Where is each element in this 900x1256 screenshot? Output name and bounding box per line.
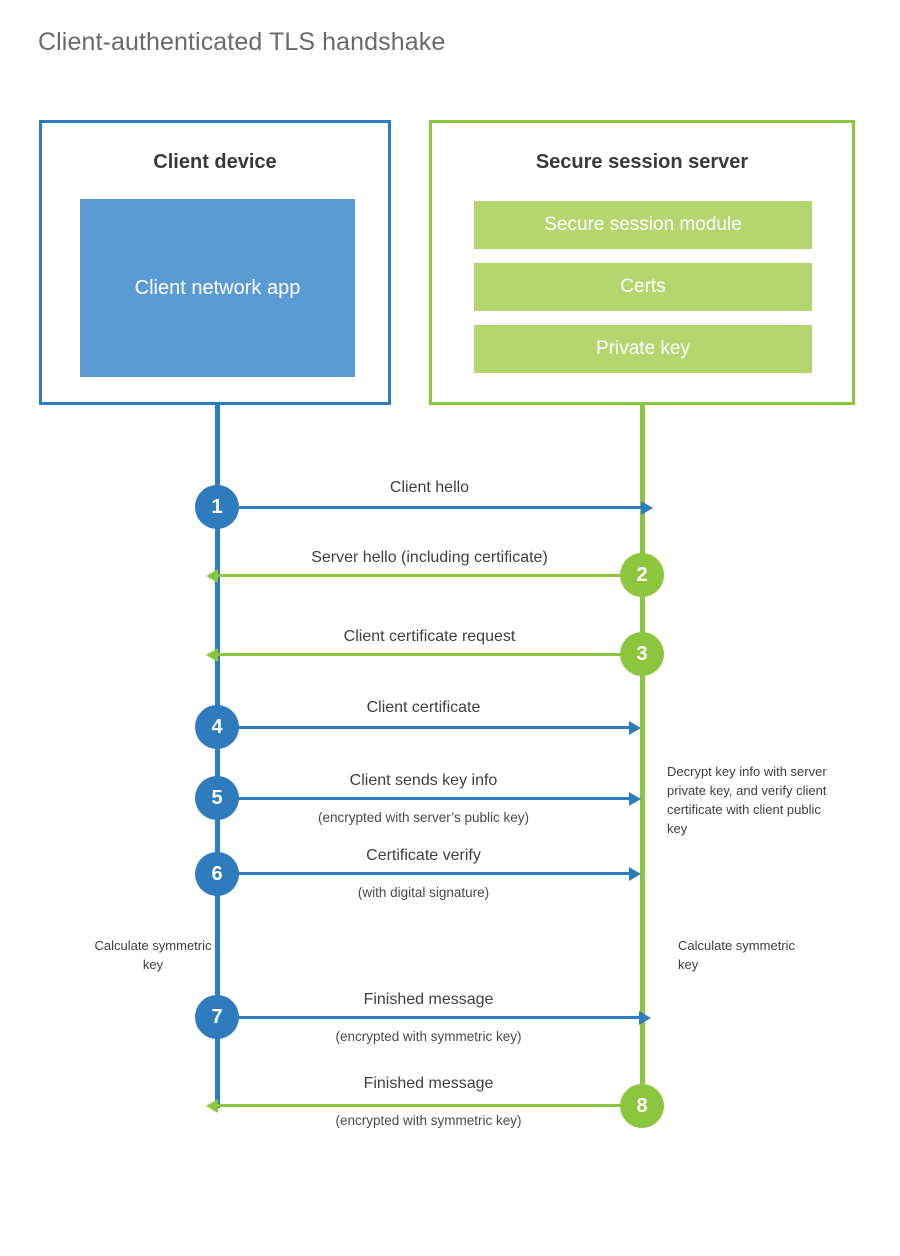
step-1-marker[interactable]: 1 xyxy=(195,485,239,529)
step-8-sublabel: (encrypted with symmetric key) xyxy=(335,1113,522,1128)
arrowhead-left-icon xyxy=(206,568,218,583)
server-decrypt-note: Decrypt key info with server private key… xyxy=(667,764,827,836)
step-7-marker[interactable]: 7 xyxy=(195,995,239,1039)
step-3-arrow xyxy=(206,647,642,662)
step-2-marker[interactable]: 2 xyxy=(620,553,664,597)
arrowhead-right-icon xyxy=(639,1010,651,1025)
secure-session-server-title: Secure session server xyxy=(535,151,749,173)
step-6-label: Certificate verify xyxy=(366,847,481,864)
step-6-sublabel: (with digital signature) xyxy=(357,885,490,900)
step-4-arrow xyxy=(217,720,641,735)
step-2-arrow xyxy=(206,568,642,583)
step-1-arrow xyxy=(217,500,653,515)
step-8-marker[interactable]: 8 xyxy=(620,1084,664,1128)
secure-session-server-box: Secure session server Secure session mod… xyxy=(429,120,855,405)
step-5-label: Client sends key info xyxy=(349,772,498,789)
arrowhead-left-icon xyxy=(206,1098,218,1113)
step-5-arrow xyxy=(217,791,641,806)
server-module-list: Secure session module Certs Private key xyxy=(474,201,812,387)
server-calculate-note: Calculate symmetric key xyxy=(678,938,796,972)
step-3-marker[interactable]: 3 xyxy=(620,632,664,676)
step-5-sublabel: (encrypted with server’s public key) xyxy=(317,810,530,825)
server-lifeline xyxy=(640,405,645,1106)
step-2-label: Server hello (including certificate) xyxy=(311,549,548,566)
client-device-title: Client device xyxy=(153,151,277,173)
step-6-marker[interactable]: 6 xyxy=(195,852,239,896)
server-module-certs: Certs xyxy=(474,263,812,311)
step-8-label: Finished message xyxy=(363,1075,494,1092)
step-4-label: Client certificate xyxy=(366,699,481,716)
step-5-marker[interactable]: 5 xyxy=(195,776,239,820)
step-8-arrow xyxy=(206,1098,622,1113)
step-7-label: Finished message xyxy=(363,991,494,1008)
step-7-sublabel: (encrypted with symmetric key) xyxy=(335,1029,522,1044)
page-title: Client-authenticated TLS handshake xyxy=(38,28,446,56)
arrowhead-left-icon xyxy=(206,647,218,662)
arrowhead-right-icon xyxy=(629,791,641,806)
arrowhead-right-icon xyxy=(629,866,641,881)
step-1-label: Client hello xyxy=(389,479,470,496)
client-network-app-block: Client network app xyxy=(80,199,355,377)
step-7-arrow xyxy=(217,1010,651,1025)
server-module-secure-session-module: Secure session module xyxy=(474,201,812,249)
client-device-box: Client device Client network app xyxy=(39,120,391,405)
step-4-marker[interactable]: 4 xyxy=(195,705,239,749)
client-calculate-note: Calculate symmetric key xyxy=(94,938,212,972)
arrowhead-right-icon xyxy=(641,500,653,515)
step-6-arrow xyxy=(217,866,641,881)
server-module-private-key: Private key xyxy=(474,325,812,373)
client-lifeline xyxy=(215,405,220,1108)
arrowhead-right-icon xyxy=(629,720,641,735)
step-3-label: Client certificate request xyxy=(343,628,516,645)
